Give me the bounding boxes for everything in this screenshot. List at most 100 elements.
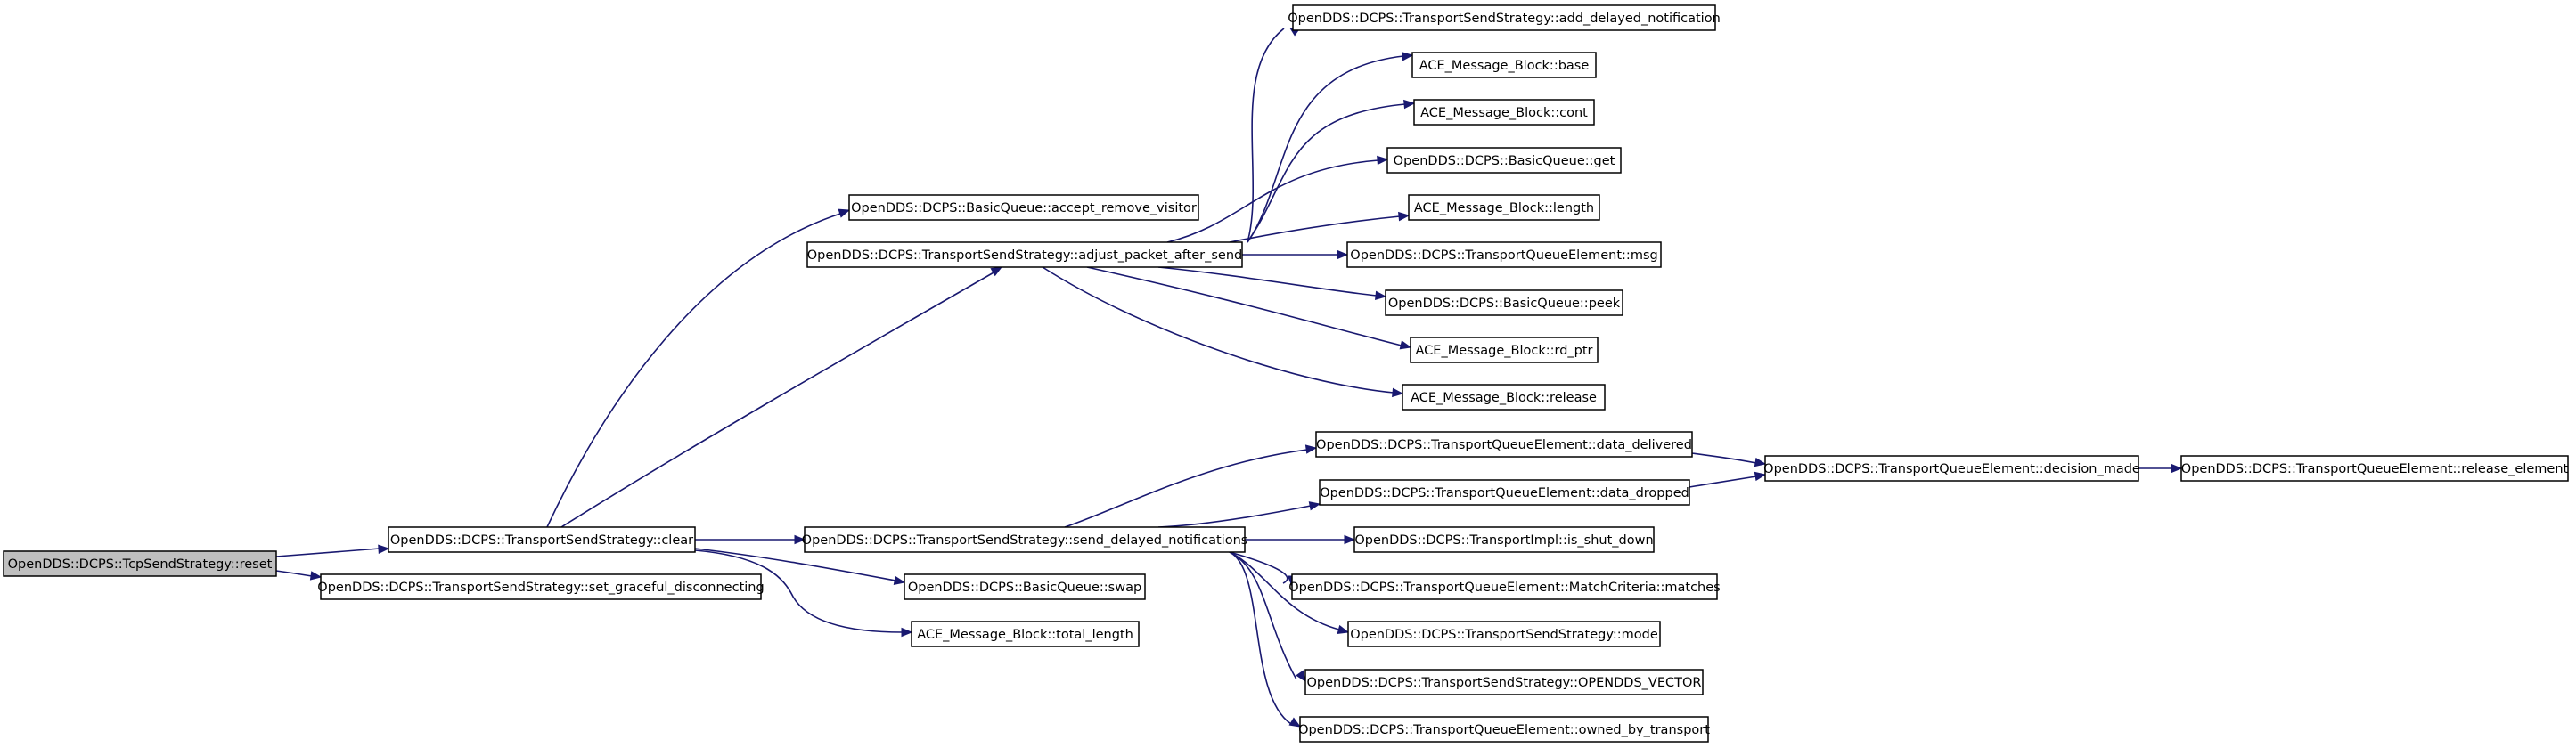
- node-swap[interactable]: OpenDDS::DCPS::BasicQueue::swap: [904, 573, 1146, 600]
- arrowhead-icon: [2171, 463, 2183, 474]
- edge-adjust-to-rd_ptr: [1086, 266, 1412, 350]
- node-label: OpenDDS::DCPS::TransportSendStrategy::OP…: [1307, 676, 1702, 690]
- edge-send_delayed-to-data_delivered: [1064, 444, 1318, 528]
- edge-line: [1229, 551, 1340, 630]
- arrowhead-icon: [1398, 211, 1411, 222]
- arrowhead-icon: [309, 571, 323, 581]
- edge-line: [1247, 55, 1404, 243]
- node-adjust[interactable]: OpenDDS::DCPS::TransportSendStrategy::ad…: [806, 241, 1243, 268]
- edge-reset-to-set_graceful: [275, 570, 323, 581]
- arrowhead-icon: [1337, 624, 1350, 635]
- edges-layer: [275, 26, 2183, 728]
- arrowhead-icon: [893, 575, 906, 586]
- nodes-layer: OpenDDS::DCPS::TcpSendStrategy::resetOpe…: [3, 4, 2569, 743]
- node-release-element[interactable]: OpenDDS::DCPS::TransportQueueElement::re…: [2180, 455, 2569, 482]
- node-box: [1385, 289, 1623, 316]
- node-peek[interactable]: OpenDDS::DCPS::BasicQueue::peek: [1385, 289, 1623, 316]
- node-clear[interactable]: OpenDDS::DCPS::TransportSendStrategy::cl…: [388, 526, 696, 553]
- edge-line: [1229, 551, 1292, 725]
- edge-line: [1691, 452, 1757, 464]
- edge-clear-to-send_delayed: [695, 534, 806, 545]
- edge-line: [275, 548, 380, 557]
- node-length[interactable]: ACE_Message_Block::length: [1408, 194, 1600, 221]
- node-owned-by-transport[interactable]: OpenDDS::DCPS::TransportQueueElement::ow…: [1298, 716, 1710, 743]
- node-box: [904, 573, 1146, 600]
- arrowhead-icon: [1403, 99, 1416, 110]
- node-accept-remove[interactable]: OpenDDS::DCPS::BasicQueue::accept_remove…: [848, 194, 1199, 221]
- node-data-dropped[interactable]: OpenDDS::DCPS::TransportQueueElement::da…: [1319, 479, 1690, 506]
- node-box: [1299, 716, 1709, 743]
- node-is-shut-down[interactable]: OpenDDS::DCPS::TransportImpl::is_shut_do…: [1353, 526, 1655, 553]
- edge-send_delayed-to-is_shut_down: [1245, 534, 1356, 545]
- node-decision-made[interactable]: OpenDDS::DCPS::TransportQueueElement::de…: [1763, 455, 2140, 482]
- node-total-length[interactable]: ACE_Message_Block::total_length: [911, 621, 1140, 647]
- edge-line: [1042, 266, 1394, 394]
- node-box: [1386, 147, 1622, 174]
- node-label: ACE_Message_Block::release: [1411, 391, 1597, 405]
- node-msg[interactable]: OpenDDS::DCPS::TransportQueueElement::ms…: [1346, 241, 1662, 268]
- arrowhead-icon: [1296, 670, 1306, 683]
- node-box: [1347, 621, 1661, 647]
- edge-send_delayed-to-mode: [1229, 551, 1350, 635]
- edge-line: [560, 271, 996, 528]
- edge-adjust-to-add_delayed: [1247, 26, 1303, 243]
- node-release[interactable]: ACE_Message_Block::release: [1402, 384, 1606, 411]
- node-label: OpenDDS::DCPS::TransportSendStrategy::ad…: [1288, 12, 1721, 26]
- node-mode[interactable]: OpenDDS::DCPS::TransportSendStrategy::mo…: [1347, 621, 1661, 647]
- edge-line: [1166, 159, 1379, 243]
- arrowhead-icon: [1337, 249, 1349, 260]
- node-opendds-vector[interactable]: OpenDDS::DCPS::TransportSendStrategy::OP…: [1304, 669, 1704, 695]
- edge-line: [1229, 551, 1297, 680]
- arrowhead-icon: [1392, 387, 1404, 398]
- node-base[interactable]: ACE_Message_Block::base: [1411, 52, 1597, 78]
- arrowhead-icon: [1288, 717, 1302, 728]
- node-label: OpenDDS::DCPS::TransportQueueElement::re…: [2181, 462, 2569, 476]
- arrowhead-icon: [378, 544, 390, 554]
- node-box: [804, 526, 1246, 553]
- node-label: OpenDDS::DCPS::TransportQueueElement::ms…: [1350, 248, 1657, 263]
- node-box: [1411, 52, 1597, 78]
- node-rd-ptr[interactable]: ACE_Message_Block::rd_ptr: [1410, 337, 1599, 363]
- node-send-delayed[interactable]: OpenDDS::DCPS::TransportSendStrategy::se…: [802, 526, 1248, 553]
- arrowhead-icon: [1754, 457, 1767, 467]
- node-label: OpenDDS::DCPS::TransportSendStrategy::se…: [802, 533, 1248, 548]
- node-label: OpenDDS::DCPS::BasicQueue::get: [1394, 154, 1615, 168]
- node-box: [1413, 99, 1595, 126]
- node-box: [1292, 4, 1716, 31]
- arrowhead-icon: [1754, 471, 1767, 482]
- edge-line: [1086, 266, 1402, 346]
- edge-decision_made-to-release_element: [2138, 463, 2183, 474]
- node-label: OpenDDS::DCPS::TransportImpl::is_shut_do…: [1354, 533, 1653, 548]
- node-reset: OpenDDS::DCPS::TcpSendStrategy::reset: [3, 550, 277, 577]
- node-label: ACE_Message_Block::cont: [1420, 106, 1588, 120]
- node-data-delivered[interactable]: OpenDDS::DCPS::TransportQueueElement::da…: [1315, 431, 1693, 458]
- node-box: [1319, 479, 1690, 506]
- edge-line: [1229, 551, 1288, 584]
- node-box: [1353, 526, 1655, 553]
- node-box: [320, 573, 762, 600]
- node-label: OpenDDS::DCPS::TransportQueueElement::ow…: [1298, 723, 1710, 737]
- arrowhead-icon: [990, 266, 1003, 277]
- edge-clear-to-total_length: [694, 549, 913, 638]
- node-label: ACE_Message_Block::base: [1419, 59, 1590, 73]
- edge-line: [1064, 449, 1308, 528]
- node-set-graceful[interactable]: OpenDDS::DCPS::TransportSendStrategy::se…: [317, 573, 765, 600]
- node-cont[interactable]: ACE_Message_Block::cont: [1413, 99, 1595, 126]
- node-box: [1304, 669, 1704, 695]
- edge-line: [1247, 28, 1285, 243]
- node-box: [911, 621, 1140, 647]
- node-box: [806, 241, 1243, 268]
- node-box: [1408, 194, 1600, 221]
- edge-send_delayed-to-opendds_vector: [1229, 551, 1306, 683]
- arrowhead-icon: [1308, 501, 1321, 511]
- node-add-delayed[interactable]: OpenDDS::DCPS::TransportSendStrategy::ad…: [1288, 4, 1721, 31]
- node-matches[interactable]: OpenDDS::DCPS::TransportQueueElement::Ma…: [1288, 573, 1721, 600]
- edge-line: [1157, 266, 1378, 297]
- arrowhead-icon: [1344, 534, 1356, 545]
- edge-data_dropped-to-decision_made: [1689, 471, 1767, 488]
- edge-reset-to-clear: [275, 544, 390, 557]
- node-box: [1764, 455, 2139, 482]
- node-get[interactable]: OpenDDS::DCPS::BasicQueue::get: [1386, 147, 1622, 174]
- node-box: [388, 526, 696, 553]
